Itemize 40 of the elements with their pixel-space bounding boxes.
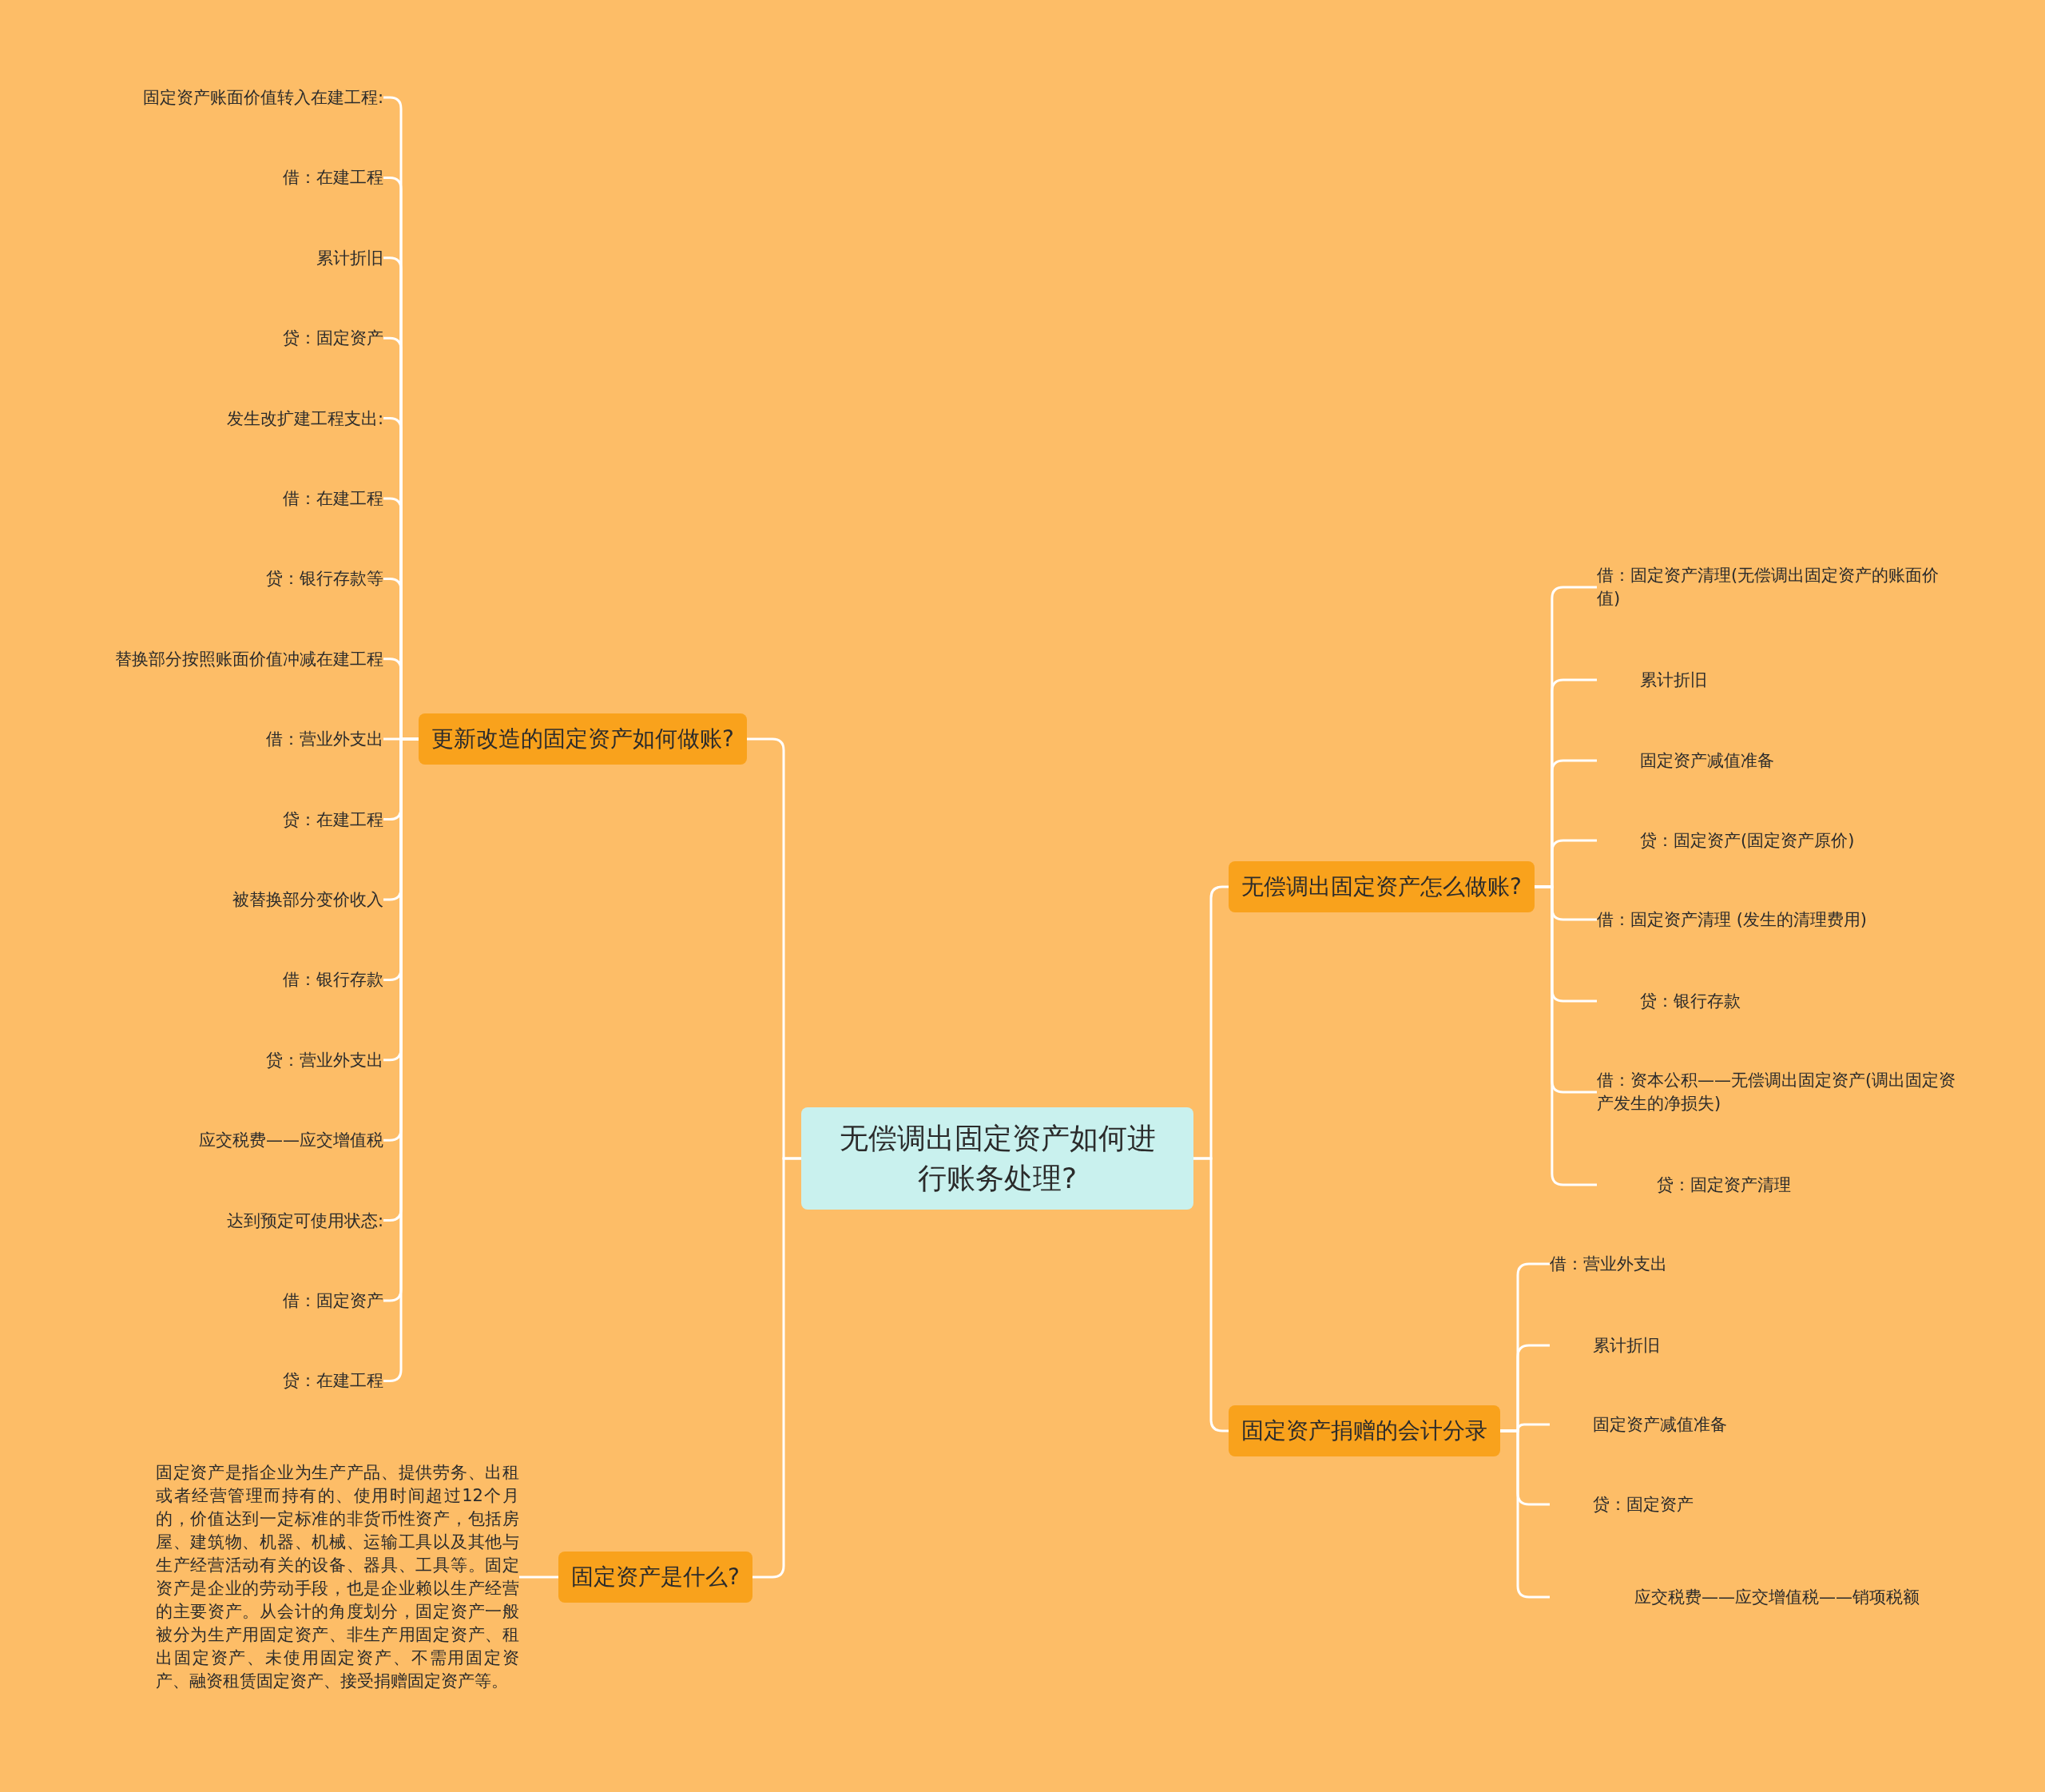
entry-text: 发生改扩建工程支出: <box>226 407 383 431</box>
entry-text: 被替换部分变价收入 <box>232 888 383 912</box>
entry-text: 应交税费——应交增值税——销项税额 <box>1550 1585 1933 1609</box>
entry-text: 应交税费——应交增值税 <box>199 1128 383 1152</box>
entry-text: 贷：银行存款 <box>1597 989 1956 1013</box>
entry-text: 达到预定可使用状态: <box>226 1209 383 1233</box>
entry-text: 贷：固定资产 <box>283 326 383 350</box>
central-topic-box: 无偿调出固定资产如何进行账务处理? <box>801 1107 1193 1210</box>
entry-text: 借：固定资产清理 (发生的清理费用) <box>1597 908 1956 932</box>
entry-text: 贷：营业外支出 <box>266 1048 383 1072</box>
entry-text: 累计折旧 <box>1550 1333 1660 1357</box>
entry-text: 固定资产减值准备 <box>1597 749 1956 773</box>
entry-text: 借：固定资产 <box>283 1289 383 1313</box>
entry-text: 借：在建工程 <box>283 165 383 189</box>
entry-text: 借：银行存款 <box>283 968 383 991</box>
entry-text: 借：资本公积——无偿调出固定资产(调出固定资产发生的净损失) <box>1597 1069 1956 1115</box>
entry-text: 贷：银行存款等 <box>266 566 383 590</box>
topic-box: 固定资产捐赠的会计分录 <box>1229 1405 1500 1456</box>
entry-text: 替换部分按照账面价值冲减在建工程 <box>115 647 383 671</box>
entry-text: 累计折旧 <box>1597 668 1956 692</box>
topic-box: 固定资产是什么? <box>558 1552 752 1603</box>
description-text: 固定资产是指企业为生产产品、提供劳务、出租或者经营管理而持有的、使用时间超过12个月的，价值达到一定标准的非货币性资产，包括房屋、建筑物、机器、机械、运输工具以及其他与生产经营活动有关的设备、器具、工具等。固定资产是企业的劳动手段，也是企业赖以生产经营的主要资产。从会计的角度划分，固定资产一般被分为生产用固定资产、非生产用固定资产、租出固定资产、未使用固定资产、不需用固定资产、融资租赁固定资产、接受捐赠固定资产等。 <box>156 1461 519 1693</box>
entry-text: 借：固定资产清理(无偿调出固定资产的账面价值) <box>1597 564 1956 610</box>
entry-text: 累计折旧 <box>316 246 383 270</box>
entry-text: 借：营业外支出 <box>266 727 383 751</box>
topic-box: 更新改造的固定资产如何做账? <box>419 713 747 765</box>
entry-text: 贷：固定资产(固定资产原价) <box>1597 828 1956 852</box>
entry-text: 固定资产减值准备 <box>1550 1413 1727 1436</box>
connector-line <box>1193 1157 1229 1432</box>
entry-text: 贷：固定资产清理 <box>1597 1173 1956 1197</box>
topic-box: 无偿调出固定资产怎么做账? <box>1229 861 1535 912</box>
entry-text: 贷：在建工程 <box>283 808 383 832</box>
entry-text: 借：在建工程 <box>283 487 383 511</box>
entry-text: 借：营业外支出 <box>1550 1252 1667 1276</box>
entry-text: 固定资产账面价值转入在建工程: <box>142 85 383 109</box>
connector-line <box>1500 1429 1550 1599</box>
connector-line <box>519 1575 558 1579</box>
connector-line <box>752 1157 801 1579</box>
entry-text: 贷：固定资产 <box>1550 1492 1694 1516</box>
entry-text: 贷：在建工程 <box>283 1369 383 1393</box>
